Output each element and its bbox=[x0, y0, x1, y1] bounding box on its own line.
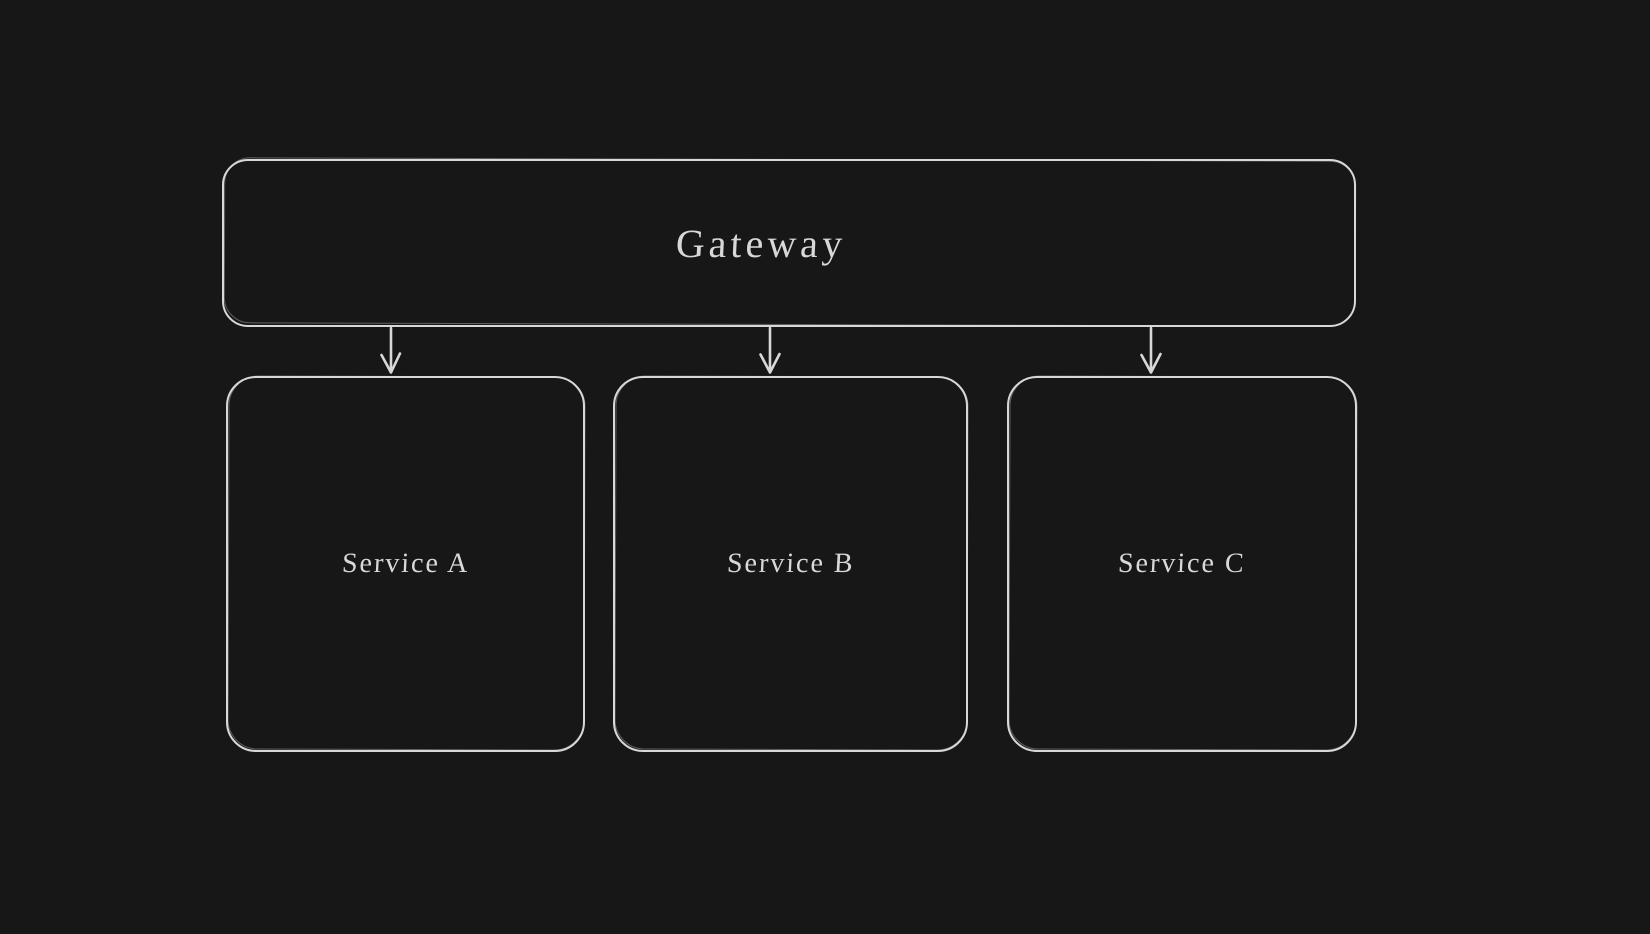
arrow-gateway-to-service-a[interactable] bbox=[380, 326, 402, 374]
node-service-c-label: Service C bbox=[1117, 548, 1247, 579]
arrow-gateway-to-service-c[interactable] bbox=[1140, 326, 1162, 374]
arrow-gateway-to-service-b[interactable] bbox=[759, 326, 781, 374]
node-service-b-label: Service B bbox=[725, 548, 856, 579]
node-gateway-label: Gateway bbox=[674, 220, 848, 266]
node-service-a[interactable]: Service A bbox=[226, 376, 585, 752]
node-service-b[interactable]: Service B bbox=[613, 376, 968, 752]
node-gateway[interactable]: Gateway bbox=[222, 159, 1356, 327]
node-service-c[interactable]: Service C bbox=[1007, 376, 1357, 752]
node-service-a-label: Service A bbox=[340, 548, 471, 579]
